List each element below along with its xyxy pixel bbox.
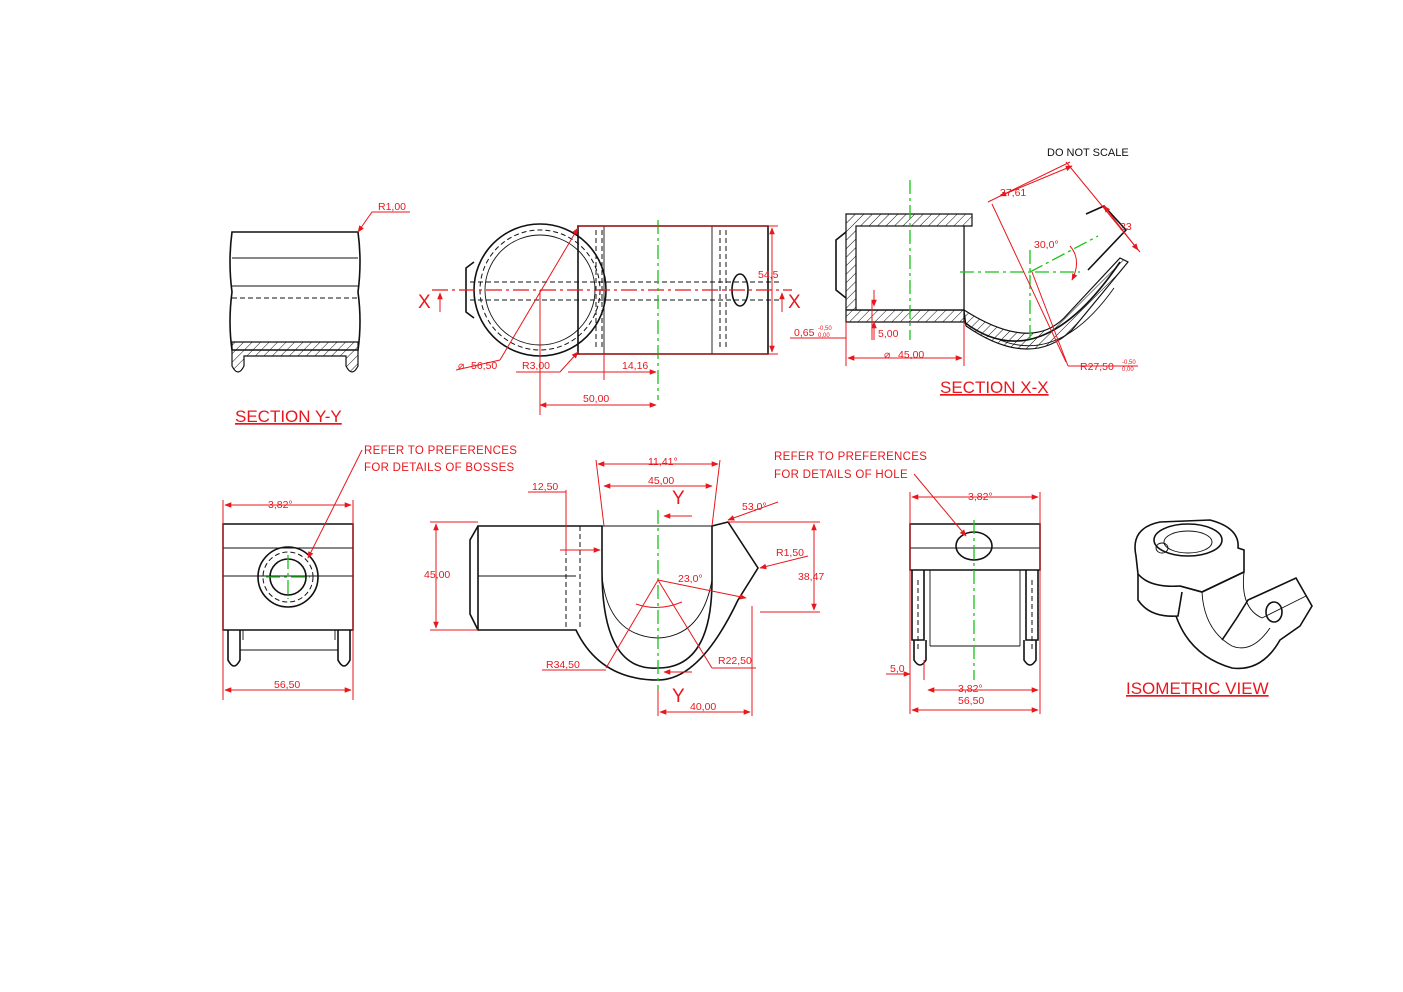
ang11-label: 11,41° (648, 456, 678, 468)
dia45-label: 45,00 (898, 349, 924, 361)
bosses-note-line1: REFER TO PREFERENCES (364, 445, 517, 457)
ang53-label: 53,0° (742, 501, 767, 513)
section-y-bottom-label: Y (672, 686, 685, 707)
r15-label: R1,50 (776, 547, 804, 559)
ang30-label: 30,0° (1034, 239, 1059, 251)
h45-label: 45,00 (424, 569, 450, 581)
r225-label: R22,50 (718, 655, 752, 667)
boss-width-label: 56,50 (274, 679, 300, 691)
bosses-note-line2: FOR DETAILS OF BOSSES (364, 462, 515, 474)
top-view: Y Y 11,41° 45,00 12,50 45,00 38,47 53,0°… (424, 456, 824, 716)
d5-label: 5,00 (878, 328, 899, 340)
r27-label: R27,50 (1080, 361, 1114, 373)
dia-56-value: 56,50 (471, 360, 497, 372)
d23-label: 23 (1120, 221, 1132, 233)
section-x-right-label: X (788, 292, 801, 313)
ang23-label: 23,0° (678, 573, 703, 585)
section-yy-title: SECTION Y-Y (235, 407, 342, 426)
hole-width-label: 56,50 (958, 695, 984, 707)
r27-tol-up: -0,50 (1122, 360, 1136, 366)
section-xx-view: 37,61 23 30,0° ⌀ 45,00 5,00 0,65 -0,50 0… (790, 161, 1141, 397)
hole-d5-label: 5,0 (890, 663, 905, 675)
d3847-label: 38,47 (798, 571, 824, 583)
front-view: X X 54,5 ⌀ 56,50 50,00 R3,00 14,16 (418, 220, 801, 415)
d12-label: 12,50 (532, 481, 558, 493)
hole-note-line2: FOR DETAILS OF HOLE (774, 469, 908, 481)
dia56-label: ⌀ (458, 360, 465, 372)
dia45-symbol: ⌀ (884, 349, 891, 361)
hole-note-line1: REFER TO PREFERENCES (774, 451, 927, 463)
d37-label: 37,61 (1000, 187, 1026, 199)
r345-label: R34,50 (546, 659, 580, 671)
section-yy-view: R1,00 SECTION Y-Y (229, 201, 410, 426)
hole-ang-top-label: 3,82° (968, 491, 993, 503)
d54-label: 54,5 (758, 269, 779, 281)
isometric-title: ISOMETRIC VIEW (1126, 679, 1269, 698)
hole-ang-bottom-label: 3,82° (958, 683, 983, 695)
section-x-left-label: X (418, 292, 431, 313)
hole-view: 3,82° 3,82° 56,50 5,0 REFER TO PREFERENC… (774, 451, 1041, 714)
d40-label: 40,00 (690, 701, 716, 713)
r27-tol-dn: 0,00 (1122, 367, 1134, 373)
d14-label: 14,16 (622, 360, 648, 372)
boss-ang-label: 3,82° (268, 499, 293, 511)
r1-label: R1,00 (378, 201, 406, 213)
d065-tol-dn: 0,00 (818, 333, 830, 339)
r3-label: R3,00 (522, 360, 550, 372)
d065-label: 0,65 (794, 327, 815, 339)
d065-tol-up: -0,50 (818, 326, 832, 332)
section-y-top-label: Y (672, 488, 685, 509)
d50-label: 50,00 (583, 393, 609, 405)
do-not-scale-label: DO NOT SCALE (1047, 147, 1129, 159)
section-xx-title: SECTION X-X (940, 378, 1049, 397)
isometric-view: ISOMETRIC VIEW (1126, 519, 1313, 698)
top-d45-label: 45,00 (648, 475, 674, 487)
boss-view: 3,82° 56,50 REFER TO PREFERENCES FOR DET… (222, 445, 517, 700)
